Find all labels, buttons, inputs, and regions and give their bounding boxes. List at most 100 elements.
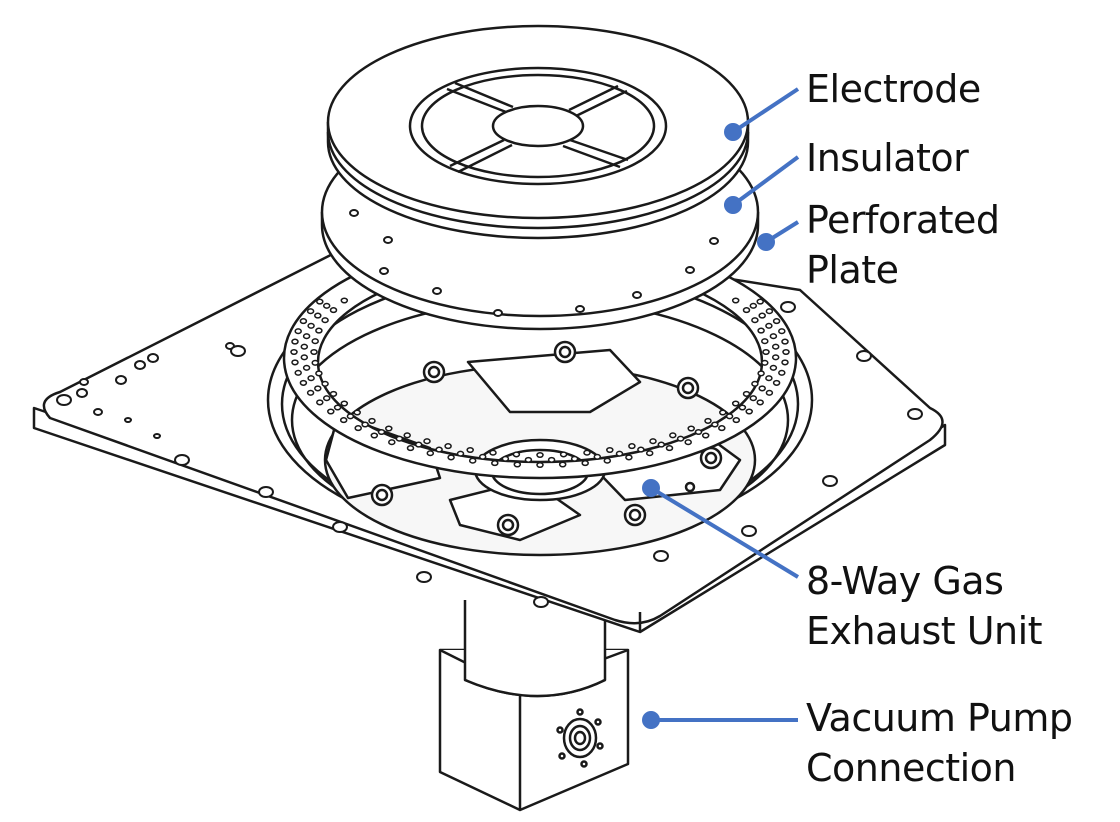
gas-exhaust-unit <box>323 340 757 557</box>
perforation-hole <box>346 413 355 420</box>
base-mounting-holes <box>56 301 923 608</box>
perforation-hole <box>547 456 556 463</box>
perforation-hole <box>732 417 741 424</box>
perforation-hole <box>718 425 726 432</box>
perforation-hole <box>615 450 624 457</box>
label-insulator-text: Insulator <box>806 136 969 180</box>
perforation-hole <box>299 318 308 325</box>
perforation-hole <box>558 461 567 468</box>
perforation-hole <box>316 298 324 305</box>
perforation-hole <box>489 449 497 456</box>
perforation-hole <box>310 348 318 356</box>
perforation-hole <box>738 404 747 411</box>
perforation-hole <box>536 461 544 469</box>
perforation-hole <box>731 400 740 407</box>
perforation-hole <box>329 307 338 314</box>
perforation-hole <box>315 370 323 377</box>
perforation-hole <box>606 446 614 454</box>
perforation-hole <box>669 432 677 439</box>
perforation-hole <box>370 432 379 439</box>
perforation-hole <box>321 317 329 324</box>
label-perforated-line2: Plate <box>806 248 899 292</box>
vacuum-pump-block <box>438 600 630 812</box>
perforation-hole <box>745 408 753 415</box>
perforation-hole <box>751 317 759 324</box>
perforation-hole <box>772 318 781 325</box>
perforation-hole <box>339 417 348 424</box>
perforation-hole <box>665 445 674 452</box>
perforation-hole <box>466 446 474 454</box>
perforation-hole <box>749 302 758 309</box>
perforation-hole <box>765 389 774 396</box>
perforation-hole <box>749 395 758 402</box>
perforation-hole <box>354 425 362 432</box>
perforation-hole <box>513 461 522 468</box>
perforation-hole <box>340 297 349 304</box>
perforation-hole <box>294 369 302 376</box>
perforation-hole <box>687 425 695 432</box>
perforation-hole <box>757 370 765 377</box>
perforation-hole <box>657 441 666 448</box>
perforation-hole <box>731 297 740 304</box>
perforation-hole <box>603 457 612 464</box>
perforation-hole <box>377 428 386 436</box>
perforation-hole <box>302 364 311 371</box>
perforation-hole <box>300 343 309 350</box>
perforation-hole <box>491 460 499 467</box>
perforation-hole <box>299 379 308 386</box>
perforation-hole <box>757 327 765 334</box>
perforation-hole <box>456 450 465 457</box>
perforation-hole <box>403 432 411 439</box>
perforation-hole <box>778 328 786 335</box>
perforation-hole <box>524 456 533 463</box>
perforation-hole <box>781 338 789 345</box>
perforation-hole <box>742 307 751 314</box>
perforation-hole <box>321 380 329 387</box>
label-perforated-line1: Perforated <box>806 198 1000 242</box>
perforation-hole <box>772 379 781 386</box>
perforation-hole <box>329 390 338 397</box>
perforation-hole <box>444 443 452 450</box>
perforation-hole <box>333 404 342 411</box>
perforation-hole <box>395 435 404 442</box>
perforation-hole <box>765 375 773 382</box>
perforation-hole <box>290 348 298 356</box>
label-gas-exhaust-unit: 8-Way Gas Exhaust Unit <box>806 556 1043 656</box>
perforation-hole <box>771 354 780 361</box>
perforation-hole <box>649 438 657 445</box>
electrode <box>326 24 750 240</box>
perforation-hole <box>761 338 769 345</box>
perforation-hole <box>758 385 766 392</box>
perforation-hole <box>311 338 319 345</box>
perforation-hole <box>761 359 769 366</box>
perforation-hole <box>315 327 323 334</box>
label-exhaust-line1: 8-Way Gas <box>806 559 1004 603</box>
perforation-hole <box>307 322 315 329</box>
perforation-hole <box>694 428 703 436</box>
perforation-hole <box>719 409 727 416</box>
perforation-hole <box>628 443 636 450</box>
perforation-hole <box>468 457 477 464</box>
label-vacuum-pump-connection: Vacuum Pump Connection <box>806 693 1073 793</box>
perforation-hole <box>769 333 778 340</box>
perforation-hole <box>701 432 710 439</box>
label-perforated-plate: Perforated Plate <box>806 195 1000 295</box>
perforation-hole <box>625 454 633 461</box>
perforation-hole <box>769 364 778 371</box>
label-electrode-text: Electrode <box>806 67 981 111</box>
perforation-hole <box>423 438 431 445</box>
perforation-hole <box>291 338 299 345</box>
perforation-hole <box>758 312 766 319</box>
perforation-hole <box>322 302 331 309</box>
perforation-hole <box>778 369 786 376</box>
perforation-hole <box>762 348 770 356</box>
perforation-hole <box>593 453 602 460</box>
label-vacuum-line2: Connection <box>806 746 1017 790</box>
perforation-hole <box>765 322 773 329</box>
perforation-hole <box>781 359 789 366</box>
perforation-hole <box>536 451 544 459</box>
perforation-hole <box>570 455 579 462</box>
perforation-hole <box>765 308 774 315</box>
perforation-hole <box>512 451 521 458</box>
